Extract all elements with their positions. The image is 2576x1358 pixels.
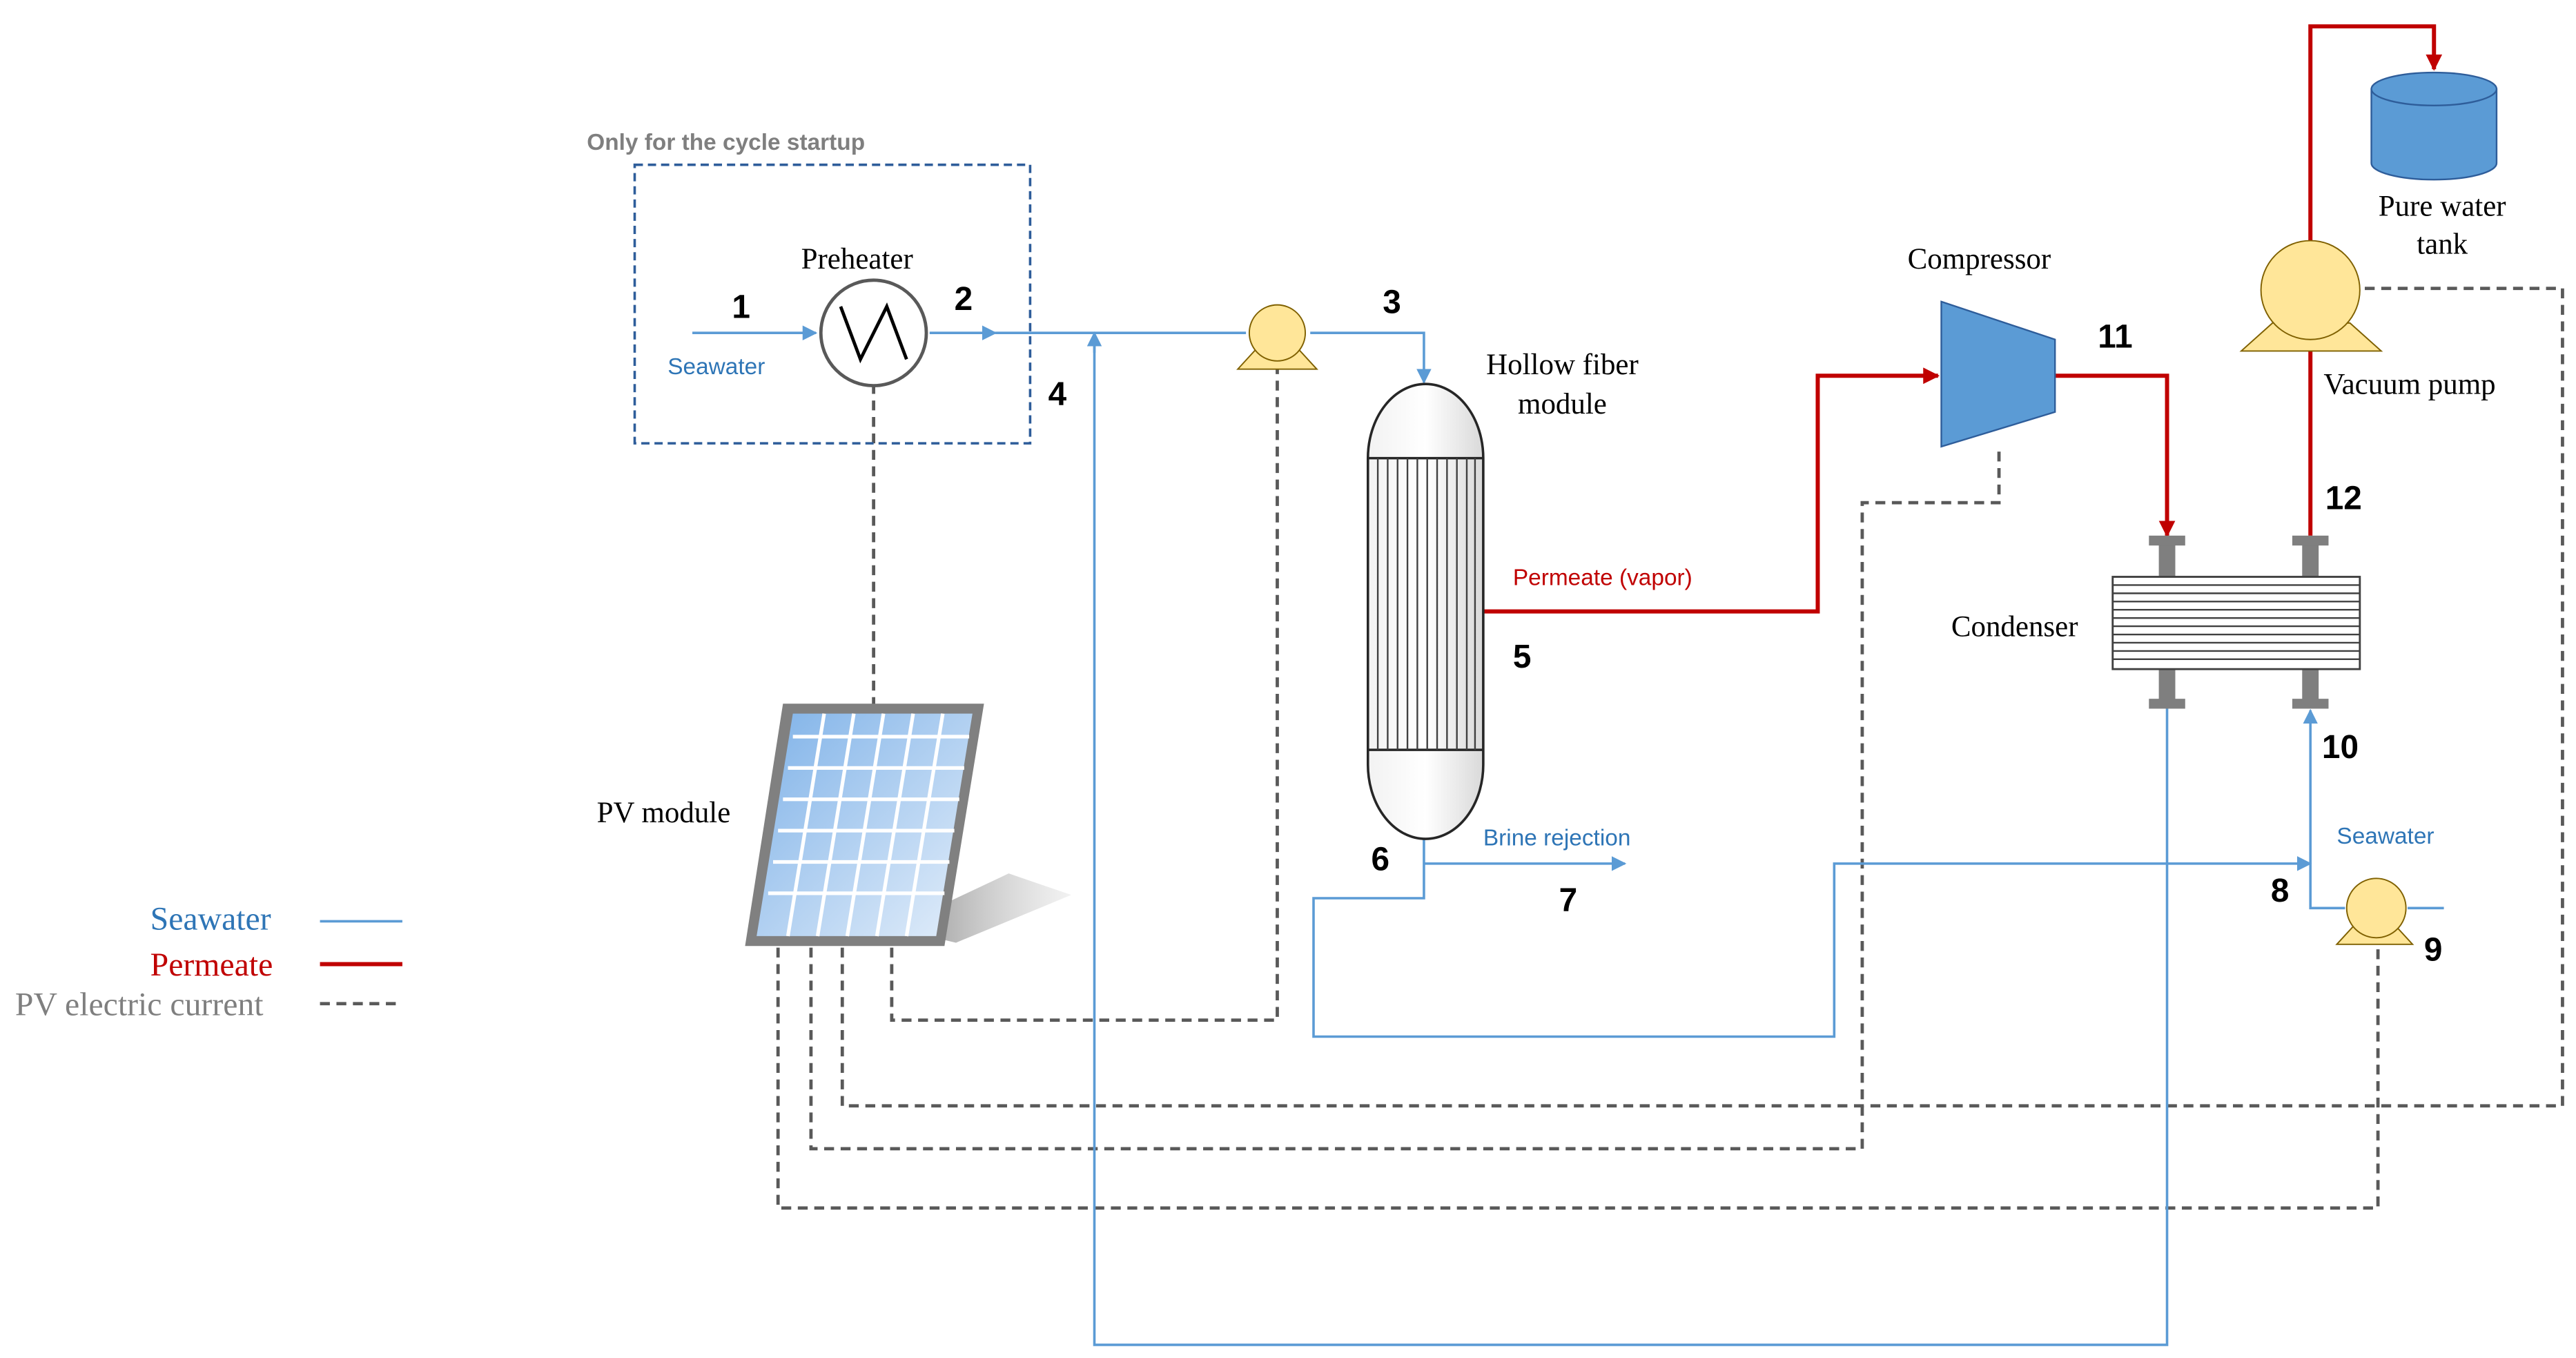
hollow-fiber-label-2: module [1518, 388, 1607, 420]
startup-box [633, 163, 1032, 445]
stream-number-2: 2 [955, 281, 973, 318]
feed-pump [1236, 304, 1318, 370]
permeate-lines [1483, 24, 2443, 614]
hollow-fiber-label-1: Hollow fiber [1486, 349, 1639, 381]
legend-electric-label: PV electric current [15, 986, 264, 1022]
stream-number-9: 9 [2424, 932, 2443, 969]
preheater-zigzag-icon [839, 302, 908, 364]
permeate-vapor-label: Permeate (vapor) [1513, 565, 1692, 590]
stream-number-7: 7 [1559, 882, 1578, 919]
seawater-inlet-label: Seawater [667, 354, 765, 380]
pure-water-tank [2370, 71, 2498, 181]
stream-number-4: 4 [1048, 376, 1067, 413]
stream-number-11: 11 [2098, 319, 2132, 356]
pv-module [745, 704, 1072, 947]
legend: Seawater Permeate PV electric current [15, 900, 402, 1022]
seawater-lines [692, 325, 2444, 1346]
permeate-line-5 [1483, 367, 1940, 614]
electric-line-vacuum-pump [840, 287, 2564, 1108]
electric-line-compressor [809, 445, 2001, 1151]
vacuum-pump-label: Vacuum pump [2323, 369, 2495, 401]
brine-rejection-label: Brine rejection [1483, 826, 1631, 851]
legend-permeate-label: Permeate [150, 947, 273, 983]
legend-seawater-label: Seawater [150, 900, 271, 937]
electric-line-feed-pump [890, 365, 1279, 1022]
pv-module-label: PV module [597, 797, 731, 829]
seawater-line-3 [1310, 331, 1432, 384]
pure-water-label-1: Pure water [2379, 191, 2506, 223]
seawater-pump [2335, 877, 2414, 945]
seawater-line-6-8 [1312, 837, 2312, 1038]
stream-number-3: 3 [1383, 284, 1401, 321]
stream-number-5: 5 [1513, 639, 1532, 675]
electric-lines [776, 287, 2564, 1210]
hollow-fiber-module [1366, 382, 1485, 840]
seawater-line-recycle-4 [1093, 333, 2169, 1346]
pure-water-label-2: tank [2417, 229, 2468, 261]
stream-number-1: 1 [732, 289, 750, 326]
compressor [1940, 300, 2056, 448]
stream-number-8: 8 [2271, 873, 2290, 909]
permeate-line-11 [2055, 374, 2176, 538]
condenser [2111, 535, 2361, 709]
seawater-right-label: Seawater [2336, 824, 2434, 849]
compressor-label: Compressor [1908, 243, 2051, 275]
seawater-line-10 [2303, 708, 2345, 910]
stream-numbers: 1 2 3 4 5 6 7 8 9 10 11 12 [732, 281, 2442, 969]
preheater-label: Preheater [801, 243, 913, 275]
stream-number-12: 12 [2325, 481, 2362, 517]
electric-line-seawater-pump [776, 941, 2380, 1210]
preheater [819, 278, 928, 387]
stream-number-6: 6 [1372, 841, 1390, 877]
startup-note: Only for the cycle startup [587, 130, 865, 155]
vacuum-pump [2239, 240, 2383, 352]
stream-number-10: 10 [2322, 729, 2359, 766]
permeate-line-to-tank [2308, 24, 2443, 287]
condenser-label: Condenser [1951, 610, 2078, 643]
